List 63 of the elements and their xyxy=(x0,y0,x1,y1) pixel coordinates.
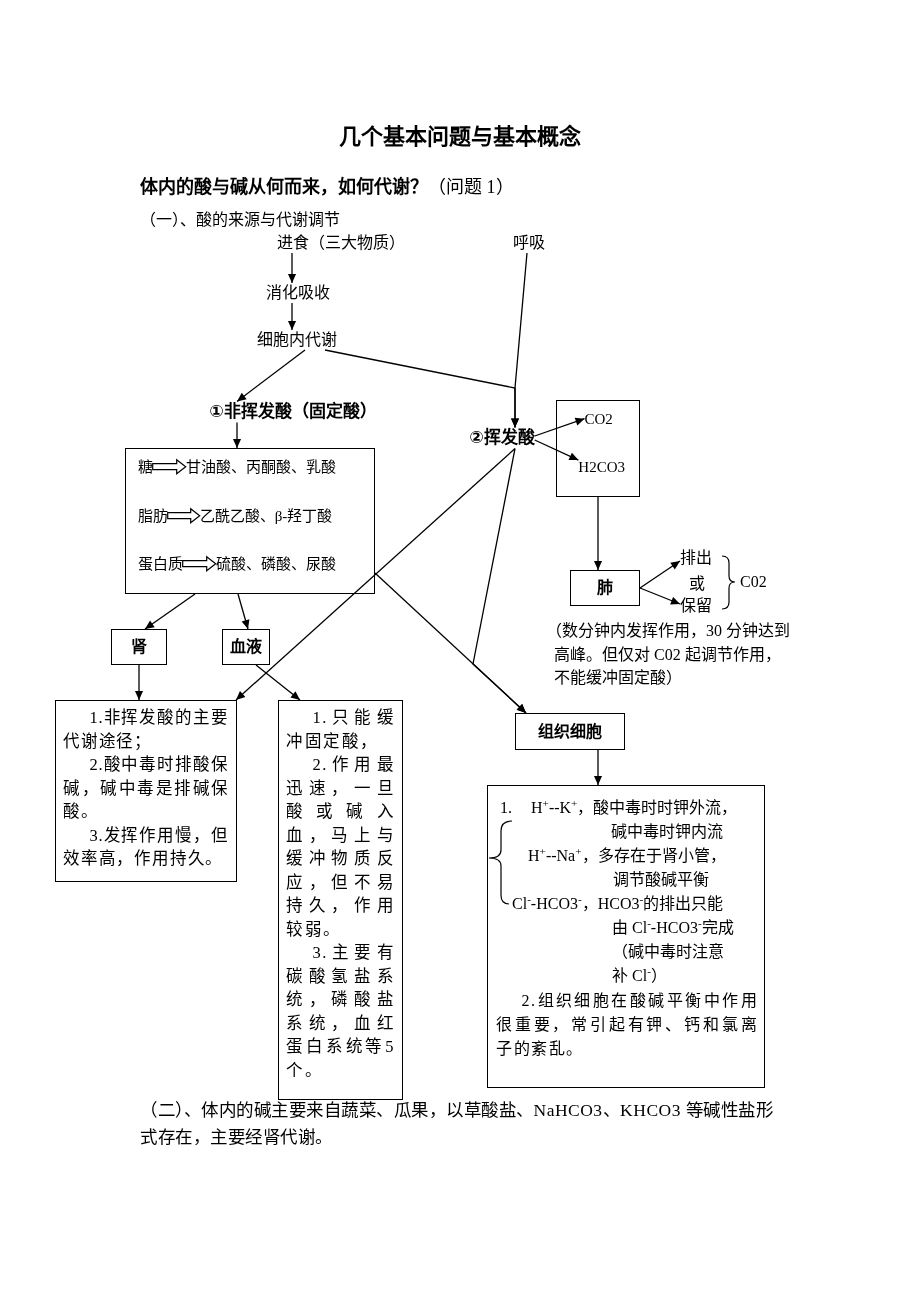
process-box: 组织细胞 xyxy=(515,713,625,750)
hollow-arrow xyxy=(182,555,217,572)
note-paragraph: 2.组织细胞在酸碱平衡中作用很重要，常引起有钾、钙和氯离子的紊乱。 xyxy=(496,991,758,1059)
flow-label: 乙酰乙酸、β-羟丁酸 xyxy=(199,506,333,526)
connector-word: 或 xyxy=(689,574,705,594)
formula-label: H2CO3 xyxy=(578,457,625,477)
arrow xyxy=(232,421,242,449)
subsection-heading: （一）、酸的来源与代谢调节 xyxy=(140,210,340,230)
process-box: 肾 xyxy=(111,629,167,665)
arrow xyxy=(235,447,516,701)
note-paragraph: 2.作用最迅速，一旦酸或碱入血，马上与缓冲物质反应，但不易持久，作用较弱。 xyxy=(286,754,395,941)
arrow xyxy=(639,560,681,589)
flow-label: ②挥发酸 xyxy=(469,427,535,449)
arrow xyxy=(510,252,528,429)
list-number: 1. xyxy=(500,798,513,818)
arrow xyxy=(255,664,301,701)
arrow xyxy=(236,349,306,403)
note-paragraph: 3.发挥作用慢，但效率高，作用持久。 xyxy=(63,824,229,870)
note-box xyxy=(487,785,765,1088)
arrow xyxy=(593,496,603,571)
flow-label: 呼吸 xyxy=(513,233,545,253)
arrow xyxy=(134,664,144,701)
hollow-arrow xyxy=(167,507,201,524)
formula-label: CO2 xyxy=(584,409,613,429)
flow-label: 消化吸收 xyxy=(266,283,330,303)
note-paragraph: 3.主要有碳酸氢盐系统，磷酸盐系统，血红蛋白系统等5个。 xyxy=(286,942,395,1082)
flow-label: 脂肪 xyxy=(137,506,168,526)
arrow xyxy=(144,593,196,630)
note-paragraph: H$^{+}$--K$^{+}$，酸中毒时时钾外流，碱中毒时钾内流 xyxy=(531,796,739,842)
arrow xyxy=(237,593,250,630)
process-box: 肺 xyxy=(570,570,640,606)
note-box xyxy=(55,700,237,882)
note-box xyxy=(278,700,403,1100)
note-text: （数分钟内发挥作用，30 分钟达到高峰。但仅对 C02 起调节作用，不能缓冲固定酸） xyxy=(546,621,790,688)
arrow xyxy=(374,572,527,714)
bracket-label: C02 xyxy=(740,573,767,591)
note-paragraph: 1.只能缓冲固定酸， xyxy=(286,707,395,753)
flow-label: ①非挥发酸（固定酸） xyxy=(209,401,377,423)
page-title: 几个基本问题与基本概念 xyxy=(339,123,581,151)
flow-label: 保留 xyxy=(680,596,712,616)
flow-label: 硫酸、磷酸、尿酸 xyxy=(215,554,336,574)
note-paragraph: 1.非挥发酸的主要代谢途径； xyxy=(63,707,229,753)
flow-label: 进食（三大物质） xyxy=(277,233,405,253)
note-paragraph: 2.酸中毒时排酸保碱，碱中毒是排碱保酸。 xyxy=(63,754,229,823)
paragraph: （二）、体内的碱主要来自蔬菜、瓜果，以草酸盐、NaHCO3、KHCO3 等碱性盐形式存在，主要经肾代谢。 xyxy=(140,1099,775,1149)
process-box xyxy=(125,448,375,594)
flow-label: 蛋白质 xyxy=(137,554,183,574)
process-box xyxy=(556,400,640,497)
flow-label: 排出 xyxy=(680,548,712,568)
note-paragraph: H$^{+}$--Na$^{+}$，多存在于肾小管，调节酸碱平衡 xyxy=(528,844,727,890)
process-box: 血液 xyxy=(222,629,270,665)
flow-label: 糖 xyxy=(137,457,153,477)
arrow xyxy=(534,417,586,437)
flow-label: 细胞内代谢 xyxy=(257,330,337,350)
section-heading: 体内的酸与碱从何而来，如何代谢？（问题 1） xyxy=(140,175,514,198)
hollow-arrow xyxy=(152,458,187,475)
arrow xyxy=(534,439,580,461)
arrow xyxy=(287,302,297,331)
arrow xyxy=(593,749,603,786)
flow-label: 甘油酸、丙酮酸、乳酸 xyxy=(185,457,336,477)
arrow xyxy=(639,587,681,605)
note-paragraph: Cl$^{-}$-HCO3$^{-}$，HCO3$^{-}$的排出只能由 Cl$^{-}$-HCO3$^{-}$完成（碱中毒时注意补 Cl$^{-}$） xyxy=(512,892,734,986)
arrow xyxy=(287,252,297,284)
